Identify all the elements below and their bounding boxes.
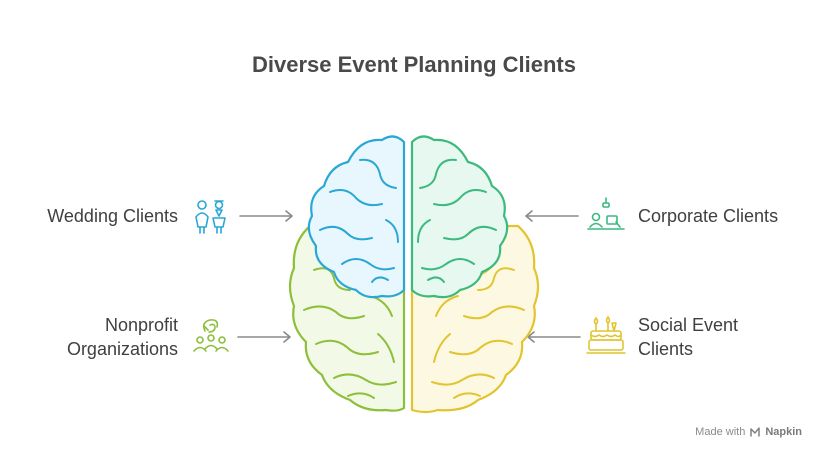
- label-line: Clients: [638, 339, 694, 359]
- diagram-title: Diverse Event Planning Clients: [252, 52, 576, 77]
- arrow-social-to-brain: [527, 331, 581, 343]
- arrow-wedding-to-brain: [239, 210, 293, 222]
- credit-brand: Napkin: [765, 426, 802, 438]
- label-line: Nonprofit: [104, 315, 178, 335]
- arrow-corporate-to-brain: [525, 210, 579, 222]
- label-line: Social Event: [638, 315, 739, 335]
- celebration-cake-icon: [586, 316, 626, 354]
- credit-prefix: Made with: [695, 426, 746, 438]
- napkin-credit: Made with Napkin: [695, 426, 802, 438]
- arrow-nonprofit-to-brain: [237, 331, 291, 343]
- wedding-couple-icon: [195, 200, 226, 234]
- label-social-event-clients: Social Event Clients: [638, 313, 818, 361]
- label-nonprofit-organizations: Nonprofit Organizations: [20, 313, 178, 361]
- corporate-meeting-icon: [587, 197, 625, 230]
- label-corporate-clients: Corporate Clients: [638, 204, 818, 228]
- brain-diagram: [288, 135, 540, 414]
- label-line: Wedding Clients: [47, 206, 178, 226]
- label-line: Corporate Clients: [638, 206, 779, 226]
- community-group-icon: [193, 319, 229, 352]
- label-line: Organizations: [66, 339, 178, 359]
- label-wedding-clients: Wedding Clients: [20, 204, 178, 228]
- napkin-logo-icon: [750, 427, 761, 437]
